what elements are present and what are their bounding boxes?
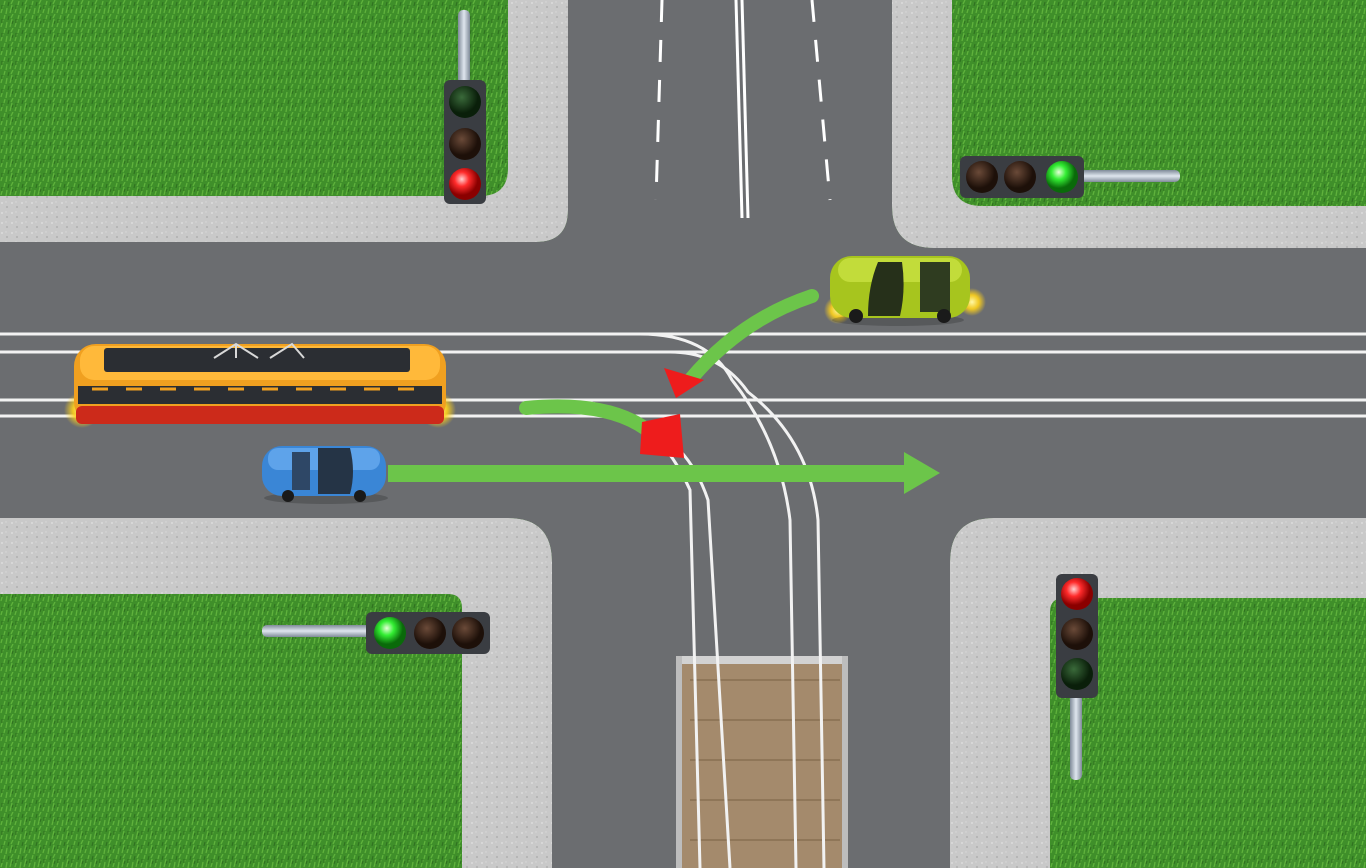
signal-lamp-amber-off xyxy=(414,617,446,649)
signal-lamp-green-on xyxy=(374,617,406,649)
tram-turn-arrow xyxy=(519,399,684,458)
signal-lamp-red-on xyxy=(449,168,481,200)
blue-car-straight-arrow xyxy=(388,452,940,494)
green-car-turn-arrow xyxy=(664,289,819,398)
blue-car xyxy=(262,446,388,504)
lane-markings-north xyxy=(654,0,832,219)
signal-lamp-amber-off xyxy=(1061,618,1093,650)
tram xyxy=(64,342,456,428)
signal-lamp-green-off xyxy=(449,86,481,118)
traffic-light-south-west xyxy=(262,612,490,654)
signal-lamp-red-off xyxy=(966,161,998,193)
traffic-light-north-east xyxy=(960,156,1180,198)
green-car xyxy=(824,256,986,326)
signal-lamp-red-on xyxy=(1061,578,1093,610)
signal-lamp-green-off xyxy=(1061,658,1093,690)
signal-lamp-green-on xyxy=(1046,161,1078,193)
traffic-light-south-east xyxy=(1056,574,1098,780)
traffic-light-north-west xyxy=(444,10,486,204)
signal-lamp-amber-off xyxy=(449,128,481,160)
tram-pantograph xyxy=(213,342,305,359)
tram-platform xyxy=(676,656,848,868)
signal-lamp-red-off xyxy=(452,617,484,649)
signal-lamp-amber-off xyxy=(1004,161,1036,193)
